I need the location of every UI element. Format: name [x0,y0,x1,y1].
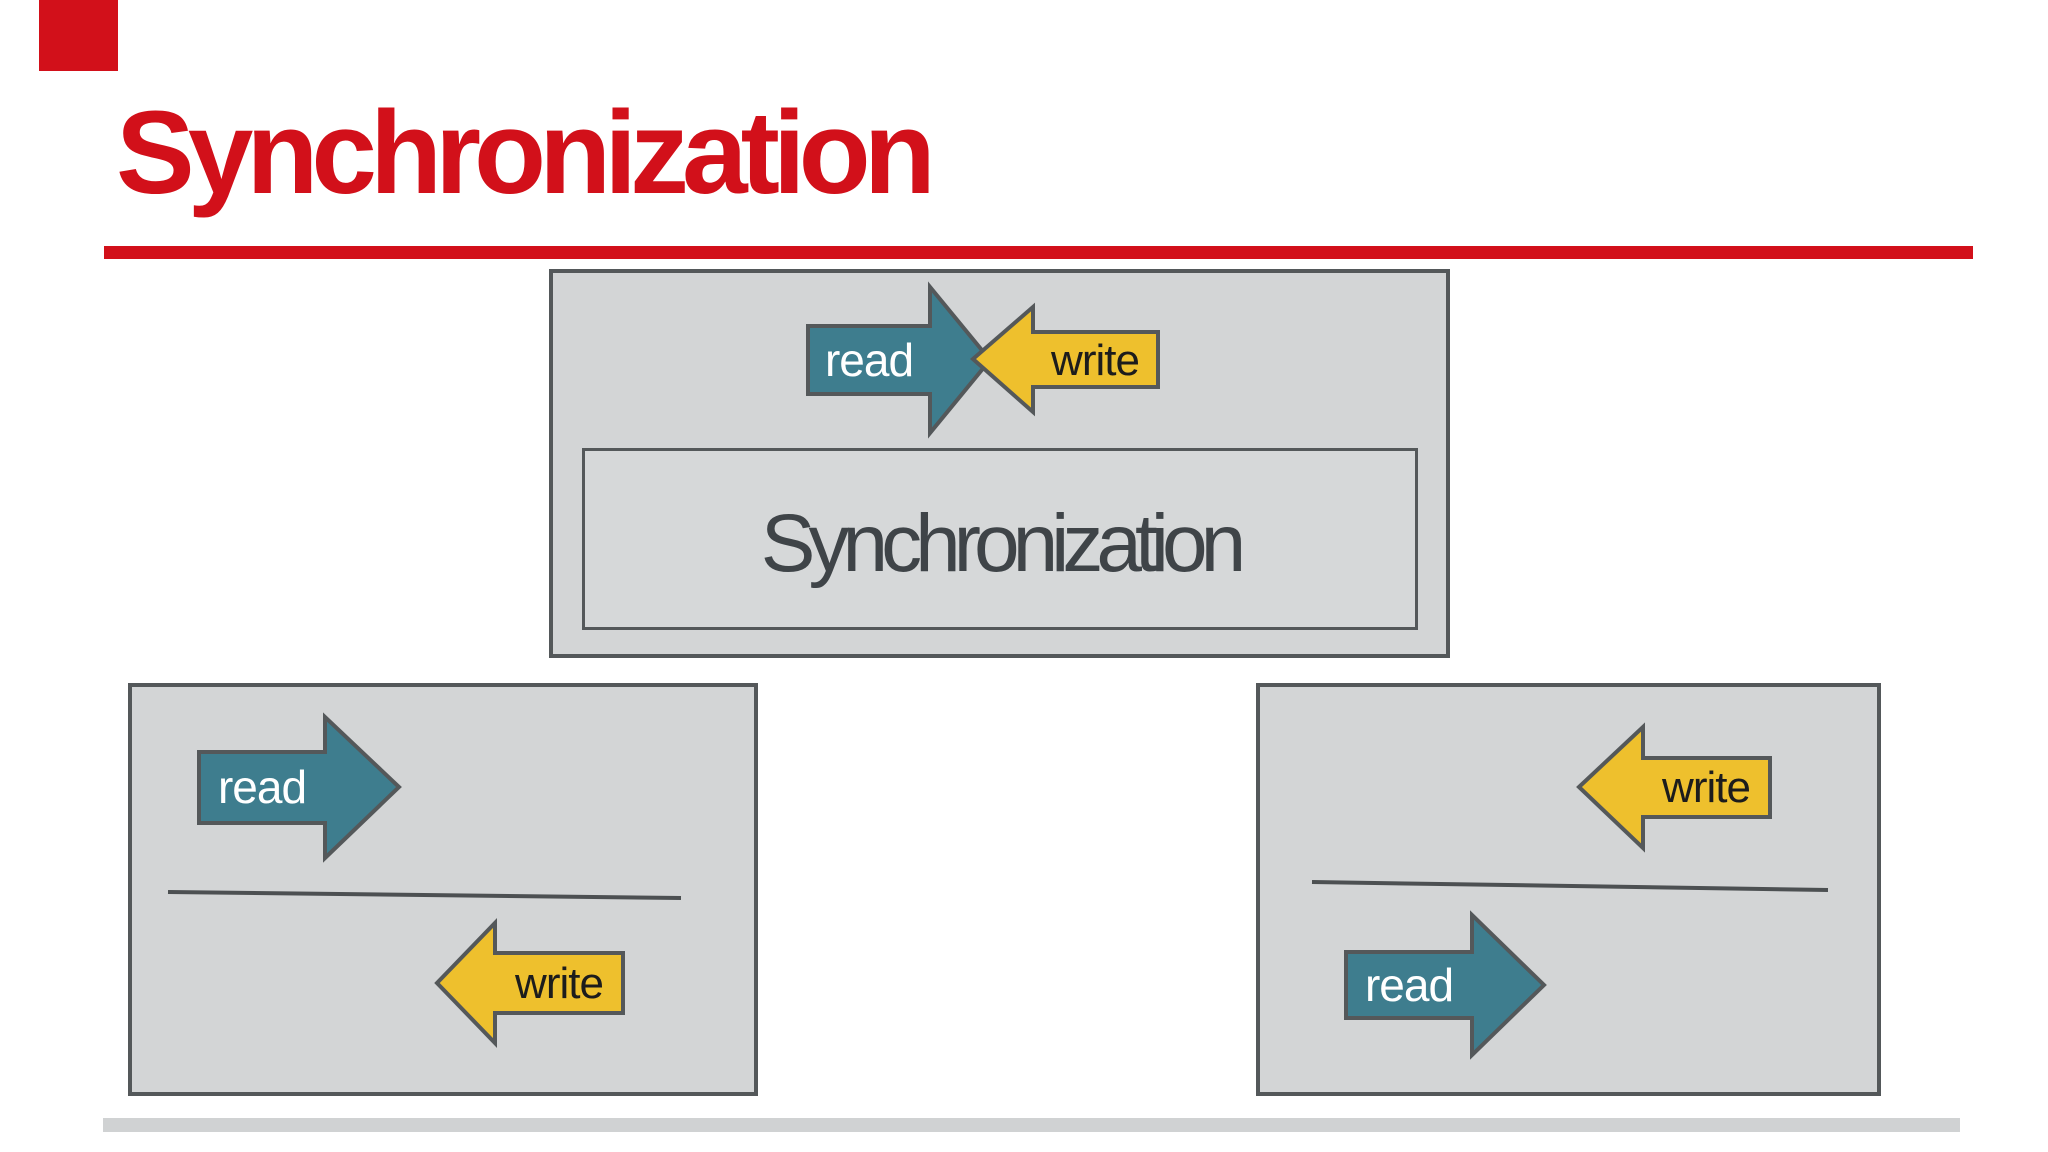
synchronization-label: Synchronization [760,498,1246,589]
divider-line-bottom-right-stroke [1311,880,1829,892]
synchronization-inner-box: Synchronization [582,448,1418,630]
read-arrow-bottom-left-label: read [218,761,306,813]
write-arrow-bottom-right: write [1576,722,1772,853]
read-arrow-center-label: read [825,334,913,386]
write-arrow-bottom-left-shape [434,918,625,1048]
read-arrow-bottom-left: read [197,712,402,863]
divider-line-bottom-right [1311,880,1829,892]
divider-line-bottom-left [167,890,682,900]
corner-accent-rect [39,0,118,71]
write-arrow-bottom-left-label: write [514,959,603,1008]
write-arrow-center-label: write [1050,336,1139,385]
title-underline-rule [104,246,1973,259]
write-arrow-center: write [969,302,1160,417]
write-arrow-bottom-left: write [434,918,625,1048]
slide-title: Synchronization [116,87,936,219]
read-arrow-bottom-right-label: read [1365,959,1453,1011]
divider-line-bottom-left-stroke [167,890,682,900]
read-arrow-bottom-right: read [1344,910,1547,1060]
read-arrow-bottom-right-shape [1344,910,1547,1060]
write-arrow-bottom-right-label: write [1661,763,1750,812]
bottom-gray-bar [103,1118,1960,1132]
read-arrow-center: read [806,281,993,439]
read-arrow-bottom-left-shape [197,712,402,863]
write-arrow-bottom-right-shape [1576,722,1772,853]
write-arrow-center-shape [969,302,1160,417]
read-arrow-center-shape [806,281,993,439]
